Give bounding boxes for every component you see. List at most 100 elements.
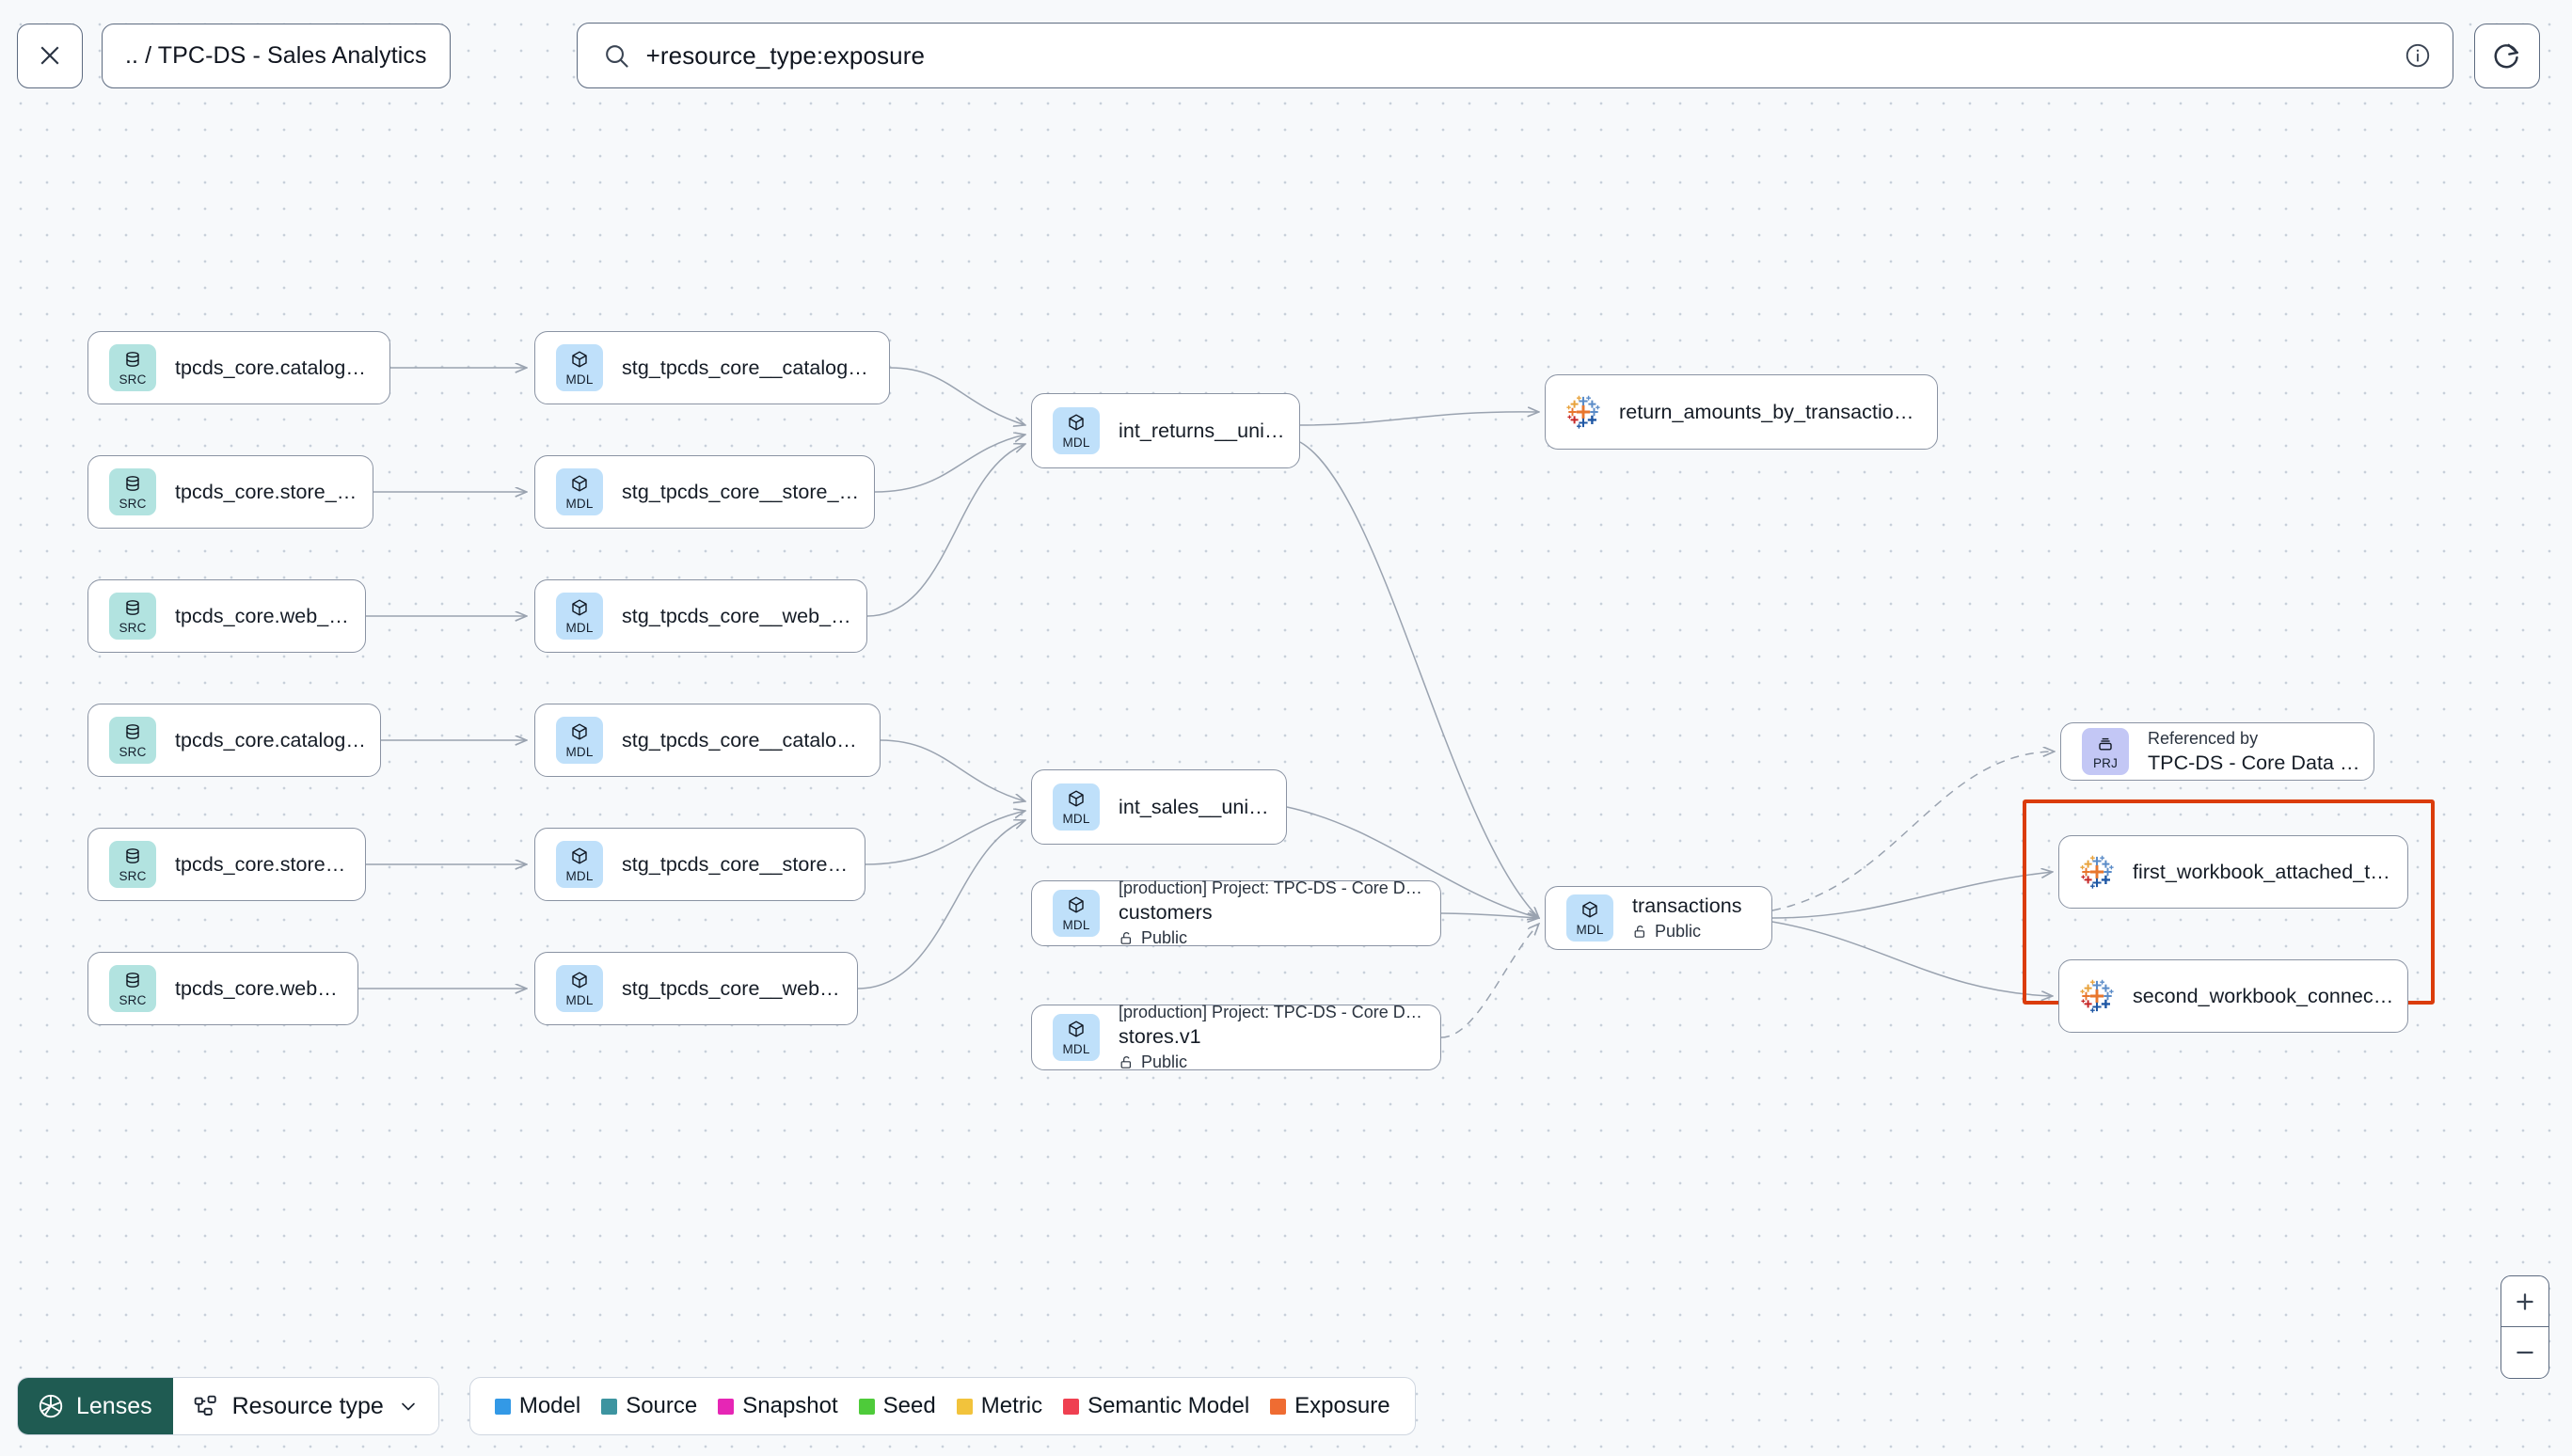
- node-body: tpcds_core.store_returns: [175, 481, 373, 504]
- legend-item-model[interactable]: Model: [494, 1393, 581, 1419]
- node-visibility-label: Public: [1655, 922, 1702, 941]
- node-title: tpcds_core.catalog_returns: [175, 356, 376, 379]
- unlock-icon: [1120, 932, 1131, 944]
- node-type-badge-label: SRC: [119, 745, 147, 760]
- model-node[interactable]: MDL stg_tpcds_core__catalog_returns: [534, 331, 890, 404]
- node-title: stg_tpcds_core__web_sales: [622, 976, 844, 1000]
- node-type-badge-mdl: MDL: [556, 344, 603, 391]
- source-node[interactable]: SRC tpcds_core.web_sales: [87, 952, 358, 1025]
- node-body: stg_tpcds_core__web_sales: [622, 977, 857, 1001]
- exposure-node[interactable]: first_workbook_attached_to_tpc-ds_-_…: [2058, 835, 2408, 909]
- node-title: tpcds_core.store_returns: [175, 480, 359, 503]
- node-type-badge-mdl: MDL: [556, 841, 603, 888]
- node-type-badge-label: MDL: [565, 869, 594, 884]
- node-subtitle: [production] Project: TPC-DS - Core Data…: [1119, 878, 1427, 897]
- cube-icon: [1582, 901, 1597, 918]
- legend-item-snapshot[interactable]: Snapshot: [718, 1393, 838, 1419]
- node-body: stg_tpcds_core__catalog_returns: [622, 356, 889, 380]
- database-icon: [126, 600, 139, 616]
- cube-icon: [1069, 790, 1084, 807]
- legend-item-source[interactable]: Source: [601, 1393, 697, 1419]
- legend-item-semantic-model[interactable]: Semantic Model: [1063, 1393, 1249, 1419]
- database-icon: [126, 848, 139, 864]
- node-subtitle: [production] Project: TPC-DS - Core Data…: [1119, 1003, 1427, 1021]
- search-bar[interactable]: [576, 23, 2453, 88]
- plus-icon: [2516, 1292, 2533, 1310]
- close-button[interactable]: [17, 23, 83, 88]
- model-node[interactable]: MDL stg_tpcds_core__web_returns: [534, 579, 867, 653]
- node-title: int_sales__unioned: [1119, 795, 1273, 818]
- breadcrumb[interactable]: .. / TPC-DS - Sales Analytics: [102, 23, 451, 88]
- cube-icon: [1069, 414, 1084, 431]
- node-title: stg_tpcds_core__web_returns: [622, 604, 853, 627]
- source-node[interactable]: SRC tpcds_core.store_returns: [87, 455, 373, 529]
- model-node[interactable]: MDL stg_tpcds_core__store_sales: [534, 828, 865, 901]
- node-title: stg_tpcds_core__store_returns: [622, 480, 861, 503]
- node-type-badge-label: MDL: [1062, 812, 1090, 827]
- bottom-toolbar: Lenses Resource type Model Source Snapshot…: [17, 1377, 1416, 1435]
- node-body: int_returns__unioned: [1119, 419, 1299, 443]
- legend-swatch: [718, 1398, 735, 1415]
- node-body: tpcds_core.catalog_sales: [175, 729, 380, 752]
- minus-icon: [2516, 1351, 2533, 1354]
- lenses-control-group: Lenses Resource type: [17, 1377, 439, 1435]
- legend-item-seed[interactable]: Seed: [858, 1393, 936, 1419]
- legend-item-exposure[interactable]: Exposure: [1270, 1393, 1390, 1419]
- imported-model-node[interactable]: MDL[production] Project: TPC-DS - Core D…: [1031, 1003, 1441, 1072]
- info-circle-icon[interactable]: [2404, 41, 2432, 70]
- node-type-badge-mdl: MDL: [556, 593, 603, 640]
- tableau-icon: [2080, 979, 2114, 1013]
- node-body: int_sales__unioned: [1119, 796, 1286, 819]
- source-node[interactable]: SRC tpcds_core.store_sales: [87, 828, 366, 901]
- legend-label: Snapshot: [742, 1393, 838, 1418]
- node-visibility-label: Public: [1141, 928, 1188, 947]
- imported-model-node[interactable]: MDL[production] Project: TPC-DS - Core D…: [1031, 878, 1441, 947]
- refresh-button[interactable]: [2473, 23, 2540, 88]
- legend-swatch: [858, 1398, 875, 1415]
- model-node[interactable]: MDL int_sales__unioned: [1031, 769, 1287, 845]
- cube-icon: [572, 351, 587, 368]
- legend-label: Model: [518, 1393, 581, 1418]
- node-title: transactions: [1632, 894, 1742, 917]
- node-title: tpcds_core.web_sales: [175, 976, 344, 1000]
- node-body: stg_tpcds_core__catalog_sales: [622, 729, 880, 752]
- zoom-out-button[interactable]: [2501, 1327, 2548, 1378]
- cube-icon: [572, 972, 587, 989]
- legend-label: Metric: [980, 1393, 1043, 1418]
- node-type-badge-src: SRC: [109, 965, 156, 1012]
- legend-swatch: [601, 1398, 618, 1415]
- exposure-node[interactable]: second_workbook_connected_to_live…: [2058, 959, 2408, 1033]
- node-type-badge-label: SRC: [119, 869, 147, 884]
- node-title: stg_tpcds_core__store_sales: [622, 852, 851, 876]
- exposure-node[interactable]: return_amounts_by_transaction_type: [1545, 374, 1938, 450]
- tableau-icon: [2080, 855, 2114, 889]
- node-type-badge-src: SRC: [109, 717, 156, 764]
- resource-type-dropdown[interactable]: Resource type: [172, 1378, 438, 1434]
- search-input[interactable]: [645, 40, 2404, 71]
- node-type-badge-label: SRC: [119, 497, 147, 512]
- nodes-icon: [194, 1395, 216, 1416]
- node-body: tpcds_core.store_sales: [175, 853, 365, 877]
- node-type-badge-label: MDL: [1576, 923, 1604, 938]
- source-node[interactable]: SRC tpcds_core.catalog_sales: [87, 704, 381, 777]
- close-icon: [40, 46, 59, 65]
- database-icon: [126, 724, 139, 740]
- breadcrumb-label: .. / TPC-DS - Sales Analytics: [125, 41, 427, 69]
- legend-item-metric[interactable]: Metric: [956, 1393, 1043, 1419]
- zoom-in-button[interactable]: [2501, 1276, 2548, 1327]
- node-body: stg_tpcds_core__web_returns: [622, 605, 866, 628]
- node-body: second_workbook_connected_to_live…: [2133, 985, 2407, 1008]
- lenses-button[interactable]: Lenses: [18, 1378, 173, 1434]
- legend-swatch: [1270, 1398, 1287, 1415]
- database-icon: [126, 352, 139, 368]
- node-body: [production] Project: TPC-DS - Core Data…: [1119, 1003, 1440, 1072]
